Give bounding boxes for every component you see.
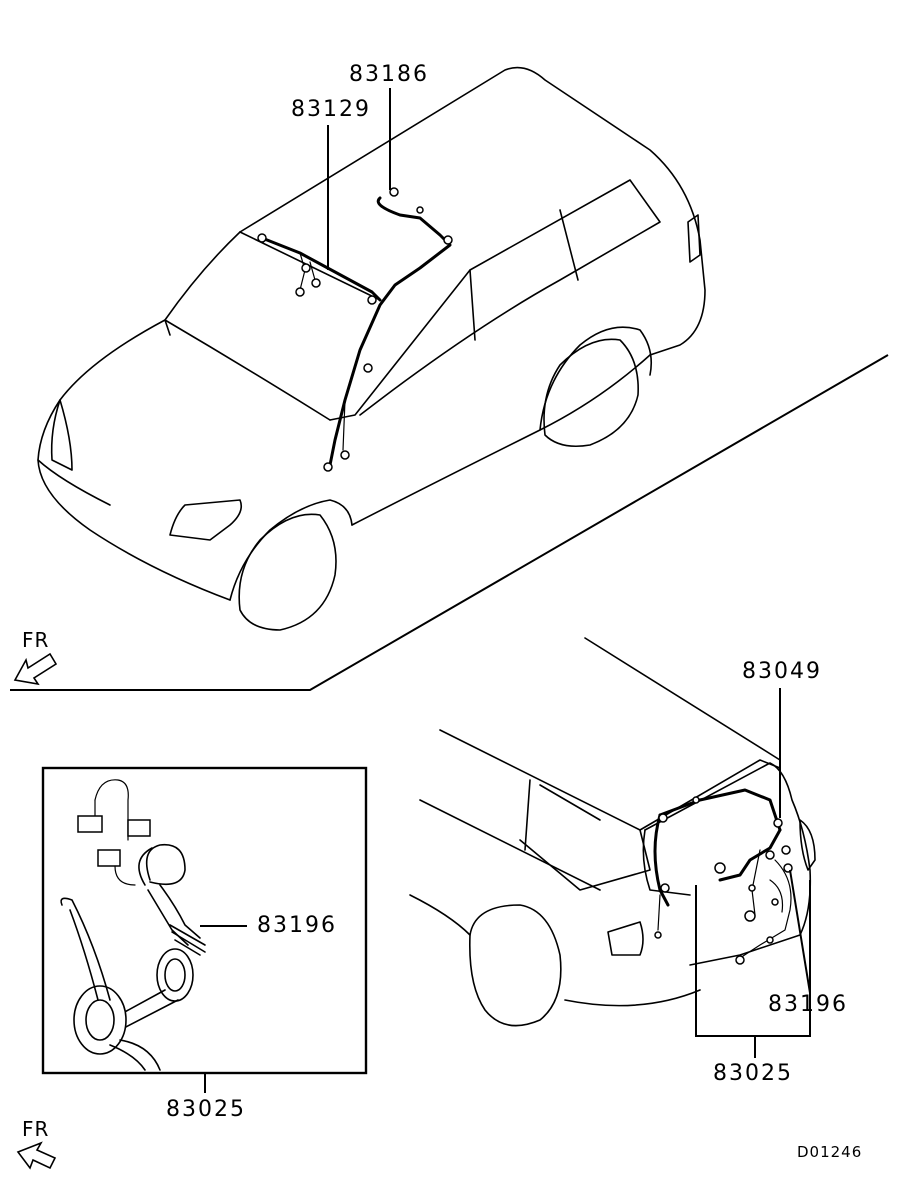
- front-direction-label-top: FR: [22, 628, 50, 652]
- leader-83196-rear: [789, 869, 811, 994]
- part-number-83129: 83129: [291, 97, 371, 122]
- pillar-harness-83186: [323, 187, 453, 472]
- leader-83025-rear: [695, 880, 811, 1037]
- inset-detail-box: [41, 766, 368, 1075]
- front-vehicle-outline: [37, 66, 706, 631]
- rear-harness-83049: [653, 788, 783, 939]
- front-direction-arrow-icon: [16, 1141, 57, 1170]
- rear-harness-83025: [714, 828, 793, 965]
- part-number-83025-rear: 83025: [713, 1061, 793, 1086]
- part-number-83196-rear: 83196: [768, 992, 848, 1017]
- drawing-code: D01246: [797, 1143, 863, 1161]
- section-divider: [10, 354, 889, 691]
- part-number-83186: 83186: [349, 62, 429, 87]
- front-direction-label-bottom: FR: [22, 1117, 50, 1141]
- rear-vehicle-outline: [409, 637, 816, 1027]
- front-direction-arrow-icon: [13, 652, 58, 686]
- part-number-83025-inset: 83025: [166, 1097, 246, 1122]
- part-number-83196-inset: 83196: [257, 913, 337, 938]
- part-number-83049: 83049: [742, 659, 822, 684]
- roof-harness-83129: [257, 233, 382, 305]
